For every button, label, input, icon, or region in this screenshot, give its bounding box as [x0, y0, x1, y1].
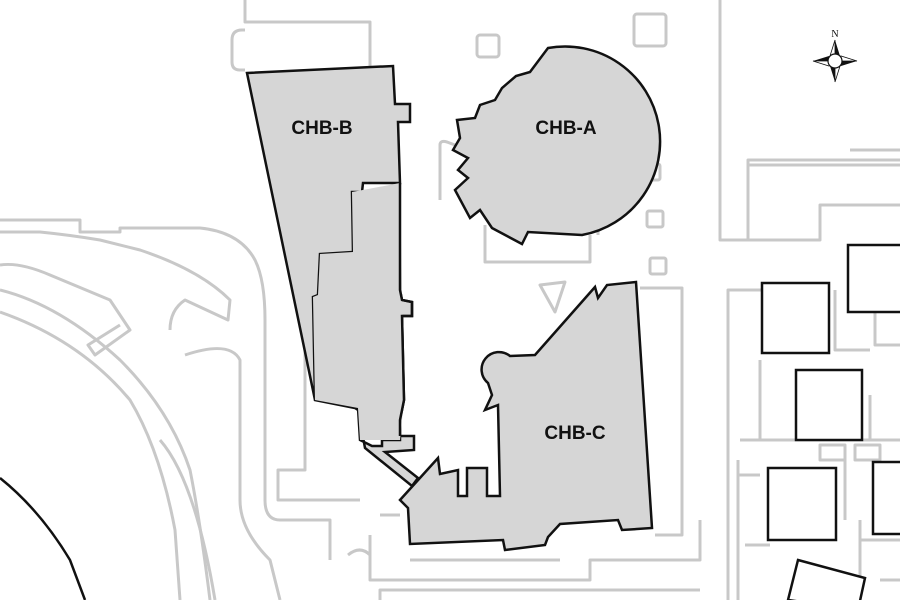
building-label: CHB-A: [535, 118, 596, 139]
building-chb-b[interactable]: CHB-B: [245, 64, 420, 488]
context-buildings: [0, 243, 900, 600]
building-label: CHB-C: [544, 423, 605, 444]
building-chb-a[interactable]: CHB-A: [451, 45, 662, 246]
north-label: N: [831, 29, 838, 40]
compass-rose: N: [812, 29, 858, 83]
building-label: CHB-B: [291, 118, 352, 139]
building-chb-c[interactable]: CHB-C: [398, 280, 654, 552]
